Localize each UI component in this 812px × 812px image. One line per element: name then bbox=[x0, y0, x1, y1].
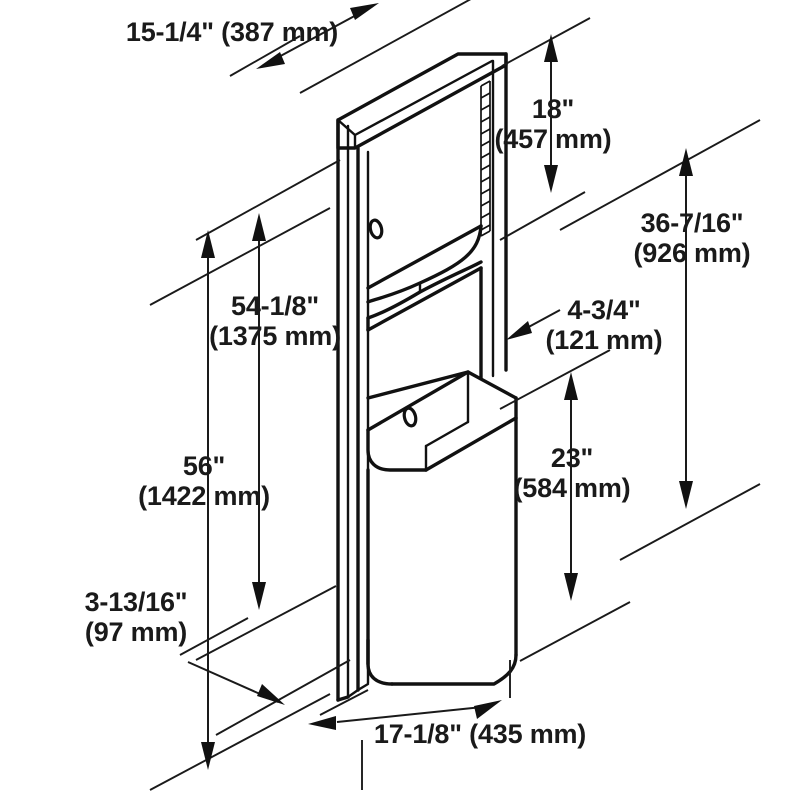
dim-label-56-line2: (1422 mm) bbox=[138, 481, 270, 511]
dim-label-width-bottom: 17-1/8" (435 mm) bbox=[374, 719, 586, 749]
bin-rim-inner-back bbox=[366, 370, 470, 400]
dim-label-18-line1: 18" bbox=[532, 94, 574, 124]
ext-line-18-top bbox=[501, 17, 591, 67]
upper-knob-oval bbox=[368, 218, 384, 240]
ext-line-23-top bbox=[499, 349, 611, 410]
bin-rim-right-edge bbox=[466, 370, 518, 400]
bin-front-face-right bbox=[424, 416, 518, 472]
arrowhead-18-up bbox=[544, 34, 558, 62]
ext-line-1718-a bbox=[319, 689, 369, 716]
arrowhead-36-down bbox=[679, 481, 693, 509]
dimension-overall-height: 56" (1422 mm) bbox=[138, 207, 331, 791]
mid-rail-top bbox=[366, 266, 483, 332]
dim-label-36-line1: 36-7/16" bbox=[641, 208, 744, 238]
ext-line-18-bottom bbox=[499, 191, 586, 241]
dimension-depth-top: 15-1/4" (387 mm) bbox=[126, 0, 472, 94]
arrowhead-depth-right bbox=[350, 3, 379, 20]
bin-rim-back-edge bbox=[366, 370, 470, 432]
dim-label-313-line2: (97 mm) bbox=[85, 617, 187, 647]
arrowhead-56-down bbox=[201, 742, 215, 770]
door-stile-bottom bbox=[356, 682, 370, 692]
ext-line-56-bottom bbox=[149, 693, 331, 791]
dim-label-18-line2: (457 mm) bbox=[495, 124, 612, 154]
ext-line-23-bottom bbox=[519, 601, 631, 662]
ext-line-depth-a bbox=[229, 35, 301, 77]
arrowhead-18-down bbox=[544, 165, 558, 193]
dim-label-56-line1: 56" bbox=[183, 451, 225, 481]
ext-line-56-top bbox=[149, 207, 331, 306]
door-panel-lower-edge bbox=[366, 224, 483, 290]
dimension-width-bottom: 17-1/8" (435 mm) bbox=[308, 660, 586, 790]
dim-label-313-line1: 3-13/16" bbox=[85, 587, 188, 617]
ext-line-depth-b bbox=[299, 0, 472, 94]
arrowhead-54-up bbox=[252, 213, 266, 241]
dim-label-54-line2: (1375 mm) bbox=[209, 321, 341, 351]
bin-bottom-front bbox=[390, 653, 518, 686]
ext-line-36-bottom bbox=[619, 483, 761, 561]
arrowhead-23-up bbox=[564, 372, 578, 400]
arrowhead-56-up bbox=[201, 230, 215, 258]
dim-line-1718 bbox=[336, 705, 493, 723]
cabinet-top-cap-inner-edge-2 bbox=[336, 118, 357, 137]
dimension-bin-height: 23" (584 mm) bbox=[499, 349, 631, 662]
arrowhead-23-down bbox=[564, 573, 578, 601]
ext-line-36-top bbox=[559, 119, 761, 231]
bin-bottom-left-round bbox=[366, 638, 394, 686]
arrowhead-475 bbox=[506, 321, 532, 340]
dimension-mount-height: 54-1/8" (1375 mm) bbox=[195, 159, 341, 661]
dimension-receptacle-depth: 4-3/4" (121 mm) bbox=[506, 295, 663, 355]
arrowhead-depth-left bbox=[256, 52, 285, 69]
arrowhead-36-up bbox=[679, 148, 693, 176]
dim-label-475-line1: 4-3/4" bbox=[567, 295, 640, 325]
dim-label-475-line2: (121 mm) bbox=[546, 325, 663, 355]
waste-receptacle bbox=[366, 370, 518, 686]
arrowhead-1718-left bbox=[308, 716, 336, 730]
dim-label-54-line1: 54-1/8" bbox=[231, 291, 319, 321]
arrowhead-313 bbox=[257, 684, 285, 705]
ext-line-313-b bbox=[215, 659, 351, 736]
dimension-overall-diagonal: 36-7/16" (926 mm) bbox=[559, 119, 761, 561]
arrowhead-54-down bbox=[252, 582, 266, 610]
dim-label-depth-top: 15-1/4" (387 mm) bbox=[126, 17, 338, 47]
dim-label-23-line2: (584 mm) bbox=[514, 473, 631, 503]
ext-line-313-a bbox=[179, 617, 249, 656]
ext-line-54-top bbox=[195, 159, 341, 241]
bin-front-face bbox=[366, 428, 428, 472]
cabinet-body bbox=[336, 52, 518, 702]
arrowhead-1718-right bbox=[474, 700, 502, 719]
wall-flange-bottom bbox=[336, 695, 350, 702]
dimension-toe-clearance: 3-13/16" (97 mm) bbox=[85, 587, 351, 736]
dim-label-23-line1: 23" bbox=[551, 443, 593, 473]
towel-slot-curve-bottom bbox=[366, 260, 483, 320]
hinge-hatch-strip bbox=[480, 80, 491, 237]
flange-bottom-tie bbox=[346, 688, 360, 699]
dim-label-36-line2: (926 mm) bbox=[634, 238, 751, 268]
lower-knob-oval bbox=[402, 406, 418, 428]
dimension-door-panel-height: 18" (457 mm) bbox=[495, 17, 612, 241]
ext-line-54-bottom bbox=[195, 585, 337, 661]
bin-inner-corner-top bbox=[424, 420, 470, 448]
